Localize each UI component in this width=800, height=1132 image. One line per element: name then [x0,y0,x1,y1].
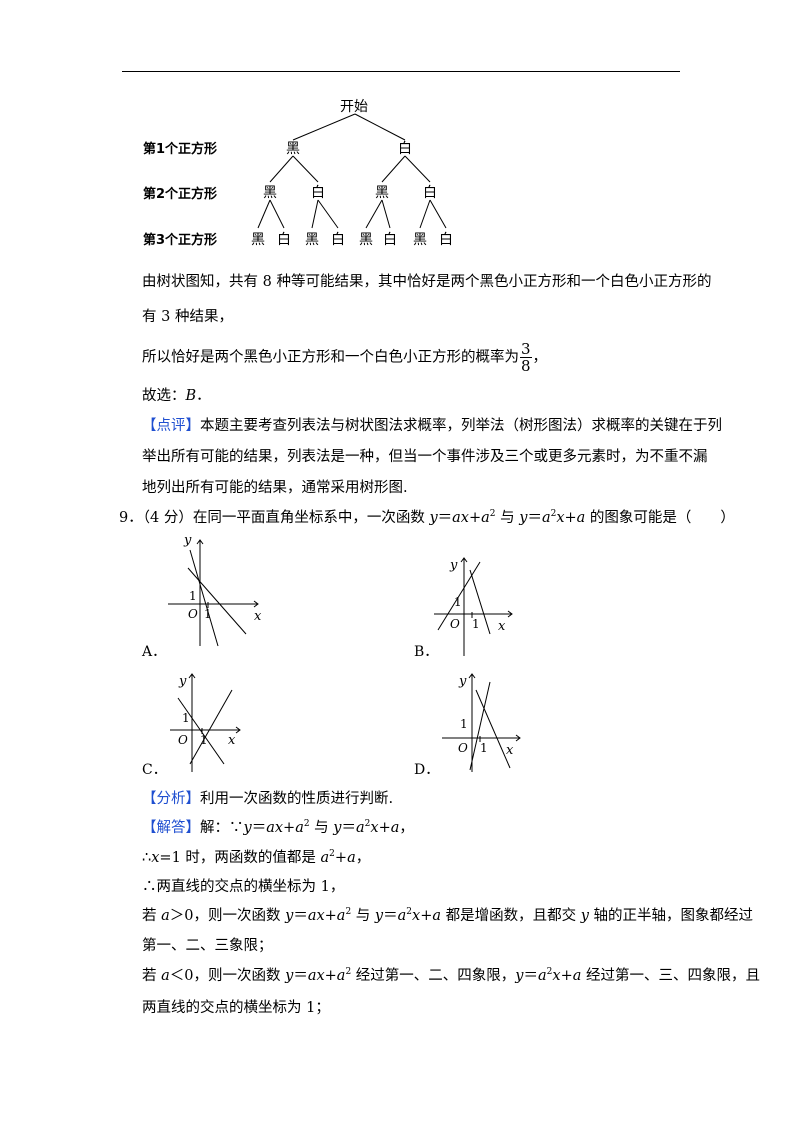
tree-node-l2-1: 黑 [263,185,277,201]
graph-option-a: y x O 1 1 [168,533,262,647]
svg-text:O: O [450,617,460,631]
option-a-label[interactable]: A． [142,644,167,660]
tree-node-l3-7: 黑 [413,232,427,248]
review-tag: 【点评】 [142,418,200,434]
header-rule [122,71,680,72]
svg-text:O: O [178,733,188,747]
tree-node-l2-2: 白 [311,185,325,201]
answer-line-4: 若 a＞0，则一次函数 y＝ax+a2 与 y＝a2x+a 都是增函数，且都交 … [142,907,754,925]
svg-text:O: O [188,607,198,621]
analysis-line: 【分析】利用一次函数的性质进行判断. [142,791,394,807]
tree-node-l3-6: 白 [383,232,397,248]
tree-root: 开始 [340,99,368,115]
tree-node-l3-1: 黑 [251,232,265,248]
choice-line: 故选：B． [142,388,211,404]
graph-option-b: y x O 1 1 [434,557,513,656]
svg-text:y: y [458,674,467,689]
tree-node-l3-3: 黑 [305,232,319,248]
svg-text:1: 1 [460,717,468,731]
tree-node-l3-4: 白 [331,232,345,248]
svg-text:1: 1 [472,617,480,631]
tree-level-label-2: 第2个正方形 [143,187,218,202]
review-line-3: 地列出所有可能的结果，通常采用树形图. [142,480,408,496]
svg-text:O: O [458,741,468,755]
answer-line-1: 【解答】解：∵y＝ax+a2 与 y＝a2x+a， [142,819,414,837]
svg-text:1: 1 [189,589,197,603]
svg-text:x: x [498,619,506,634]
option-c-label[interactable]: C． [142,762,167,778]
svg-text:x: x [254,609,262,624]
answer-line-7: 两直线的交点的横坐标为 1； [142,1000,330,1016]
tree-level-label-3: 第3个正方形 [143,233,218,248]
svg-text:y: y [449,558,458,573]
tree-node-l3-2: 白 [277,232,291,248]
svg-text:1: 1 [182,711,190,725]
review-line-2: 举出所有可能的结果，列表法是一种，但当一个事件涉及三个或更多元素时，为不重不漏 [142,449,708,465]
svg-text:y: y [183,533,192,548]
conclusion-line-2: 有 3 种结果， [142,309,233,325]
svg-text:y: y [178,674,187,689]
answer-tag: 【解答】 [142,820,200,836]
svg-text:1: 1 [204,607,212,621]
svg-text:x: x [228,733,236,748]
answer-line-3: ∴两直线的交点的横坐标为 1， [142,879,345,895]
tree-node-l3-8: 白 [439,232,453,248]
answer-line-5: 第一、二、三象限； [142,938,273,954]
tree-lines [257,113,447,229]
svg-text:1: 1 [200,733,208,747]
tree-node-l1-black: 黑 [286,141,300,157]
tree-node-l3-5: 黑 [359,232,373,248]
option-b-label[interactable]: B． [414,644,439,660]
question-9-stem: 9．（4 分）在同一平面直角坐标系中，一次函数 y＝ax+a2 与 y＝a2x+… [119,509,735,527]
graph-option-c: y x O 1 1 [170,673,241,772]
review-line-1: 【点评】本题主要考查列表法与树状图法求概率，列举法（树形图法）求概率的关键在于列 [142,418,722,434]
answer-line-6: 若 a＜0，则一次函数 y＝ax+a2 经过第一、二、四象限，y＝a2x+a 经… [142,967,760,985]
graph-option-d: y x O 1 1 [442,673,521,772]
tree-level-label-1: 第1个正方形 [143,142,218,157]
option-d-label[interactable]: D． [414,762,440,778]
tree-node-l2-3: 黑 [375,185,389,201]
tree-node-l2-4: 白 [423,185,437,201]
svg-text:1: 1 [480,741,488,755]
answer-line-2: ∴x=1 时，两函数的值都是 a2+a， [142,849,371,867]
tree-node-l1-white: 白 [398,141,412,157]
conclusion-line-1: 由树状图知，共有 8 种等可能结果，其中恰好是两个黑色小正方形和一个白色小正方形… [142,274,712,290]
svg-text:x: x [506,743,514,758]
svg-text:1: 1 [454,595,462,609]
analysis-tag: 【分析】 [142,791,200,807]
